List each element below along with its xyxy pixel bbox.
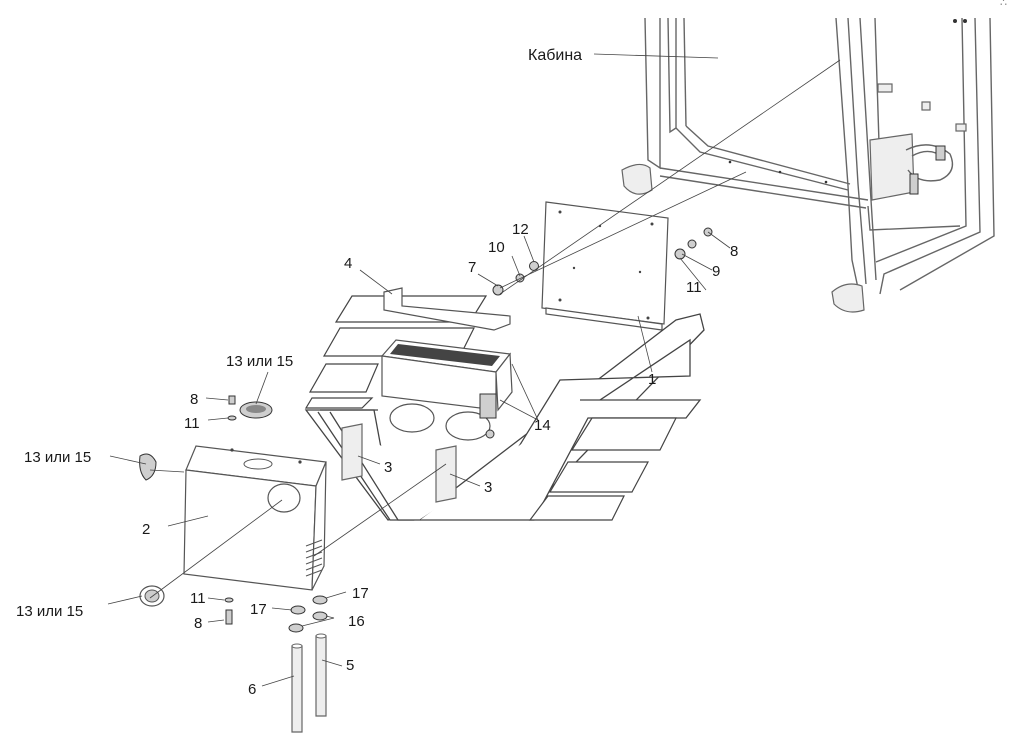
fastener-group-left [492,261,539,296]
spacer-plates [341,423,457,503]
cabin-label: Кабина [528,47,582,64]
callout-11-left: 11 [184,415,200,432]
callout-12: 12 [512,221,529,238]
bolts-lower [224,597,234,625]
leader-lines [107,53,841,687]
corner-mark: ∴ [1000,0,1007,9]
callout-4: 4 [344,255,352,272]
callout-8-bottom: 8 [194,615,202,632]
callout-6: 6 [248,681,256,698]
callout-8-left: 8 [190,391,198,408]
callout-2: 2 [142,521,150,538]
heater-housing [183,445,327,591]
callout-13-bottom: 13 или 15 [16,603,83,620]
heater-unit [380,339,513,441]
fastener-group-right [674,227,713,260]
callout-9: 9 [712,263,720,280]
bracket-part-4 [383,287,511,331]
callout-8-top: 8 [730,243,738,260]
callout-14: 14 [534,417,551,434]
callout-17-left: 17 [250,601,267,618]
callout-1: 1 [648,371,656,388]
mounting-plate [541,201,669,331]
vent-parts [139,401,273,607]
callout-17-right: 17 [352,585,369,602]
callout-3a: 3 [384,459,392,476]
bolts-upper [227,395,237,421]
callout-10: 10 [488,239,505,256]
callout-3b: 3 [484,479,492,496]
callout-7: 7 [468,259,476,276]
hoses-and-clamps [288,595,328,733]
cabin-frame [621,17,995,313]
callout-11-bottom: 11 [190,590,206,607]
callout-5: 5 [346,657,354,674]
callout-13-top: 13 или 15 [226,353,293,370]
callout-11-right: 11 [686,279,702,296]
callout-labels: Кабина 1 2 3 3 4 5 6 7 8 8 8 9 10 11 11 … [16,47,738,698]
ghost-outline [304,295,705,521]
callout-13-left: 13 или 15 [24,449,91,466]
callout-16: 16 [348,613,365,630]
